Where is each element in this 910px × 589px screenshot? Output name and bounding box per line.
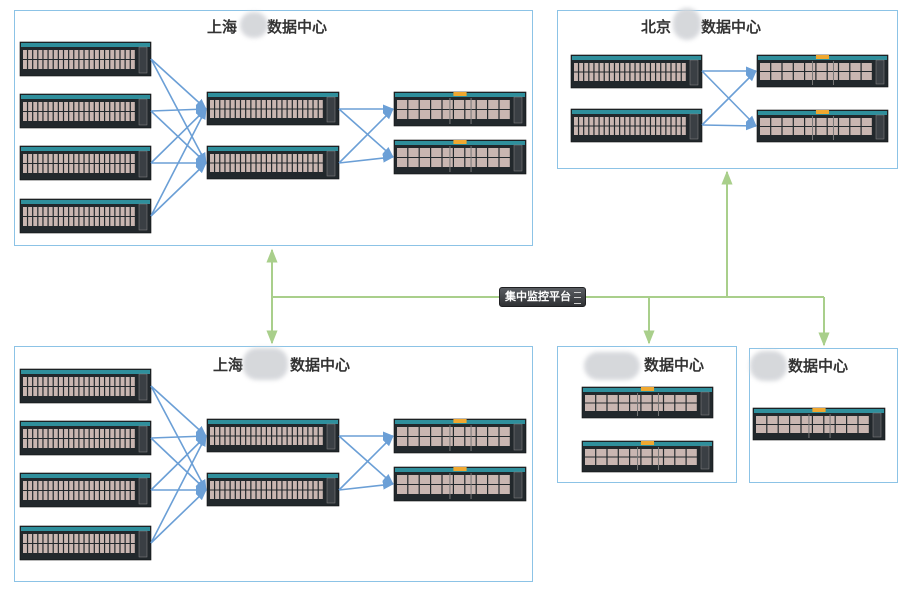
datacenter-beijing xyxy=(557,10,898,169)
access-switch-icon xyxy=(570,108,703,143)
uplink-arrow xyxy=(338,435,394,485)
uplink-arrow xyxy=(150,385,207,437)
access-switch-icon xyxy=(19,145,152,181)
datacenter-title: 上海 xyxy=(213,356,244,374)
core-switch-icon xyxy=(581,386,714,419)
uplink-arrow xyxy=(150,435,207,544)
uplink-arrow xyxy=(150,489,207,544)
core-switch-icon xyxy=(393,139,527,175)
core-switch-icon xyxy=(756,54,889,88)
core-switch-icon xyxy=(581,440,714,473)
monitor-console-icon xyxy=(574,292,581,304)
uplink-arrow xyxy=(338,480,395,491)
uplink-arrow xyxy=(338,435,394,491)
aggregation-switch-icon xyxy=(206,145,340,180)
datacenter-title: 数据中心 xyxy=(267,18,328,36)
uplink-arrow xyxy=(150,385,207,491)
uplink-arrow xyxy=(701,121,758,131)
core-switch-icon xyxy=(393,466,527,502)
datacenter-title: 数据中心 xyxy=(644,356,705,374)
core-switch-icon xyxy=(393,91,527,127)
aggregation-switch-icon xyxy=(206,91,340,126)
redaction-blur xyxy=(584,352,640,380)
redaction-blur xyxy=(243,348,288,380)
aggregation-switch-icon xyxy=(206,472,340,507)
uplink-arrow xyxy=(150,58,207,110)
uplink-arrow xyxy=(150,108,207,164)
uplink-arrow xyxy=(150,104,208,114)
datacenter-title: 北京 xyxy=(641,18,672,36)
aggregation-switch-icon xyxy=(206,418,340,453)
access-switch-icon xyxy=(19,198,152,234)
monitor-platform-button[interactable]: 集中监控平台 xyxy=(499,287,586,307)
uplink-arrow xyxy=(338,108,394,158)
redaction-blur xyxy=(673,8,701,40)
uplink-arrow xyxy=(150,435,207,491)
access-switch-icon xyxy=(570,54,703,89)
core-switch-icon xyxy=(756,109,889,143)
datacenter-title: 数据中心 xyxy=(788,357,849,375)
uplink-arrow xyxy=(338,153,395,164)
datacenter-title: 数据中心 xyxy=(290,356,351,374)
redaction-blur xyxy=(240,12,268,38)
access-switch-icon xyxy=(19,525,152,561)
uplink-arrow xyxy=(150,431,208,441)
datacenter-title: 数据中心 xyxy=(701,18,762,36)
uplink-arrow xyxy=(150,162,207,217)
access-switch-icon xyxy=(19,41,152,77)
uplink-arrow xyxy=(150,58,207,164)
core-switch-icon xyxy=(393,418,527,454)
redaction-blur xyxy=(750,351,787,381)
core-switch-icon xyxy=(752,407,886,441)
access-switch-icon xyxy=(19,420,152,456)
access-switch-icon xyxy=(19,472,152,508)
monitor-label: 集中监控平台 xyxy=(505,290,571,303)
datacenter-title: 上海 xyxy=(207,18,238,36)
uplink-arrow xyxy=(701,70,757,126)
access-switch-icon xyxy=(19,93,152,129)
access-switch-icon xyxy=(19,368,152,404)
uplink-arrow xyxy=(150,108,207,217)
uplink-arrow xyxy=(338,108,394,164)
